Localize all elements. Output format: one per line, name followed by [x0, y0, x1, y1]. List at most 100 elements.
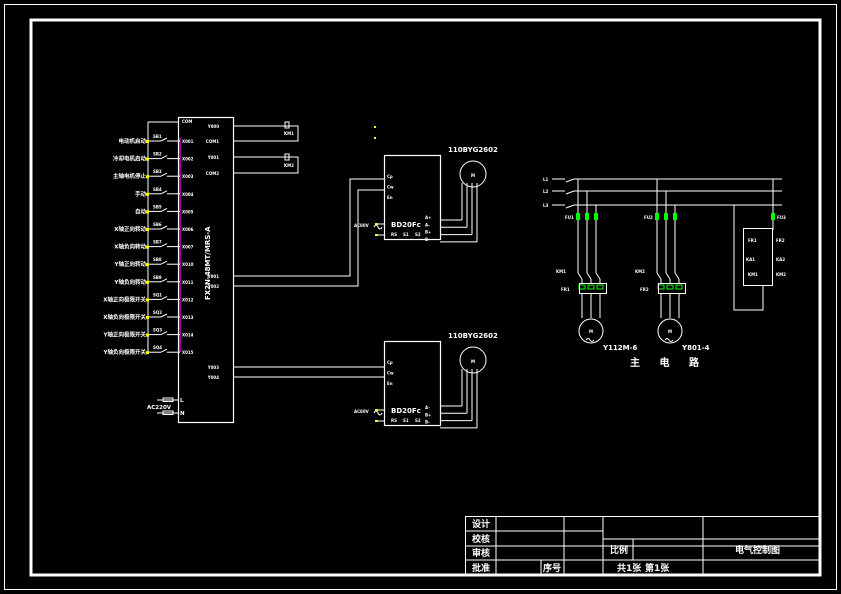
- plc-power-label: AC220V: [147, 405, 172, 411]
- phase-l3: L3: [543, 203, 549, 208]
- tb-drawing-name: 电气控制图: [735, 544, 780, 556]
- switch-contact: [160, 260, 168, 265]
- input-label: X轴正向转动: [114, 225, 146, 233]
- contactor-label: KM1: [556, 269, 566, 274]
- input-label: 手动: [135, 190, 147, 198]
- phase-l2: L2: [543, 189, 549, 194]
- output-terminal: COM1: [206, 139, 219, 144]
- ctrl-km2: KM2: [776, 272, 786, 277]
- ctrl-ka1: KA1: [746, 257, 755, 262]
- driver-power-label: AC80V: [354, 409, 370, 414]
- output-terminal: Y002: [207, 284, 219, 289]
- ctrl-fr1: FR1: [748, 238, 757, 243]
- tb-scale: 比例: [610, 544, 628, 556]
- driver-input-label: Cp: [387, 360, 393, 365]
- switch-label: SQ1: [153, 292, 162, 297]
- relay-km2: KM2: [284, 163, 294, 168]
- input-label: X轴负向极限开关: [103, 313, 146, 321]
- switch-label: SB8: [153, 257, 162, 262]
- motor-symbol: M: [589, 329, 593, 334]
- input-terminal: X012: [182, 297, 194, 302]
- motor: [578, 318, 604, 344]
- fuse-element: [594, 213, 598, 220]
- input-terminal: X002: [182, 157, 194, 162]
- switch-contact: [160, 172, 168, 177]
- output-terminal: Y004: [207, 375, 219, 380]
- relay-km1: KM1: [284, 131, 294, 136]
- thermal-relay-label: FR2: [640, 287, 649, 292]
- output-terminal: Y000: [207, 124, 219, 129]
- motor-symbol: M: [471, 173, 475, 178]
- switch-label: SB5: [153, 204, 162, 209]
- switch-label: SQ2: [153, 310, 162, 315]
- input-terminal: X014: [182, 333, 194, 338]
- plc-power-n: N: [180, 411, 185, 417]
- driver-output-label: B-: [425, 237, 430, 242]
- tb-check: 校核: [472, 533, 490, 545]
- tb-sheets: 共1张: [617, 562, 642, 574]
- inner-frame: [29, 18, 822, 577]
- ac-symbol: [373, 410, 383, 416]
- plc-power-l: L: [180, 398, 184, 404]
- terminal-dot: [146, 351, 149, 355]
- input-label: Y轴正向极限开关: [103, 331, 147, 339]
- terminal-dot: [146, 333, 149, 337]
- terminal-dot: [146, 157, 149, 161]
- input-terminal: X010: [182, 262, 194, 267]
- driver-input-label: Cw: [387, 371, 394, 376]
- fuse-element: [655, 213, 659, 220]
- driver-power-label: AC80V: [354, 223, 370, 228]
- tb-sheet-no: 第1张: [645, 562, 670, 574]
- switch-contact: [160, 278, 168, 283]
- fuse-element: [585, 213, 589, 220]
- driver-input-label: En: [387, 381, 393, 386]
- driver-bottom-label: S2: [415, 232, 421, 237]
- switch-label: SB7: [153, 240, 162, 245]
- input-terminal: X013: [182, 315, 194, 320]
- input-label: X轴正向极限开关: [103, 295, 146, 303]
- output-terminal: COM2: [206, 171, 219, 176]
- terminal-dot: [146, 175, 149, 179]
- ctrl-fr2: FR2: [776, 238, 785, 243]
- switch-contact: [160, 313, 168, 318]
- switch-contact: [160, 207, 168, 212]
- driver-body: [383, 154, 442, 241]
- terminal-dot: [146, 245, 149, 249]
- motor: [657, 318, 683, 344]
- driver-output-label: B+: [425, 230, 431, 235]
- switch-contact: [160, 190, 168, 195]
- driver-output-label: B-: [425, 420, 430, 425]
- plc-com-label: COM: [182, 119, 192, 124]
- switch-contact: [160, 137, 168, 142]
- switch-label: SB3: [153, 169, 162, 174]
- output-terminal: Y001: [207, 274, 219, 279]
- switch-label: SB2: [153, 152, 162, 157]
- terminal-dot: [146, 210, 149, 214]
- tb-review: 审核: [472, 547, 490, 559]
- switch-contact: [160, 243, 168, 248]
- switch-contact: [160, 331, 168, 336]
- terminal-dot: [146, 192, 149, 196]
- thermal-relay-label: FR1: [561, 287, 570, 292]
- driver-bottom-label: S2: [415, 418, 421, 423]
- input-label: 冷却电机启动: [113, 155, 147, 163]
- plc-model: FX2N-48MT/MRS-A: [204, 226, 212, 300]
- plc-body: [177, 116, 235, 424]
- fuse-element: [673, 213, 677, 220]
- input-terminal: X004: [182, 192, 194, 197]
- driver-model: BD20Fc: [391, 221, 421, 229]
- contactor-label: KM2: [635, 269, 645, 274]
- driver-bottom-label: RS: [391, 232, 397, 237]
- thermal-relay: [658, 283, 686, 294]
